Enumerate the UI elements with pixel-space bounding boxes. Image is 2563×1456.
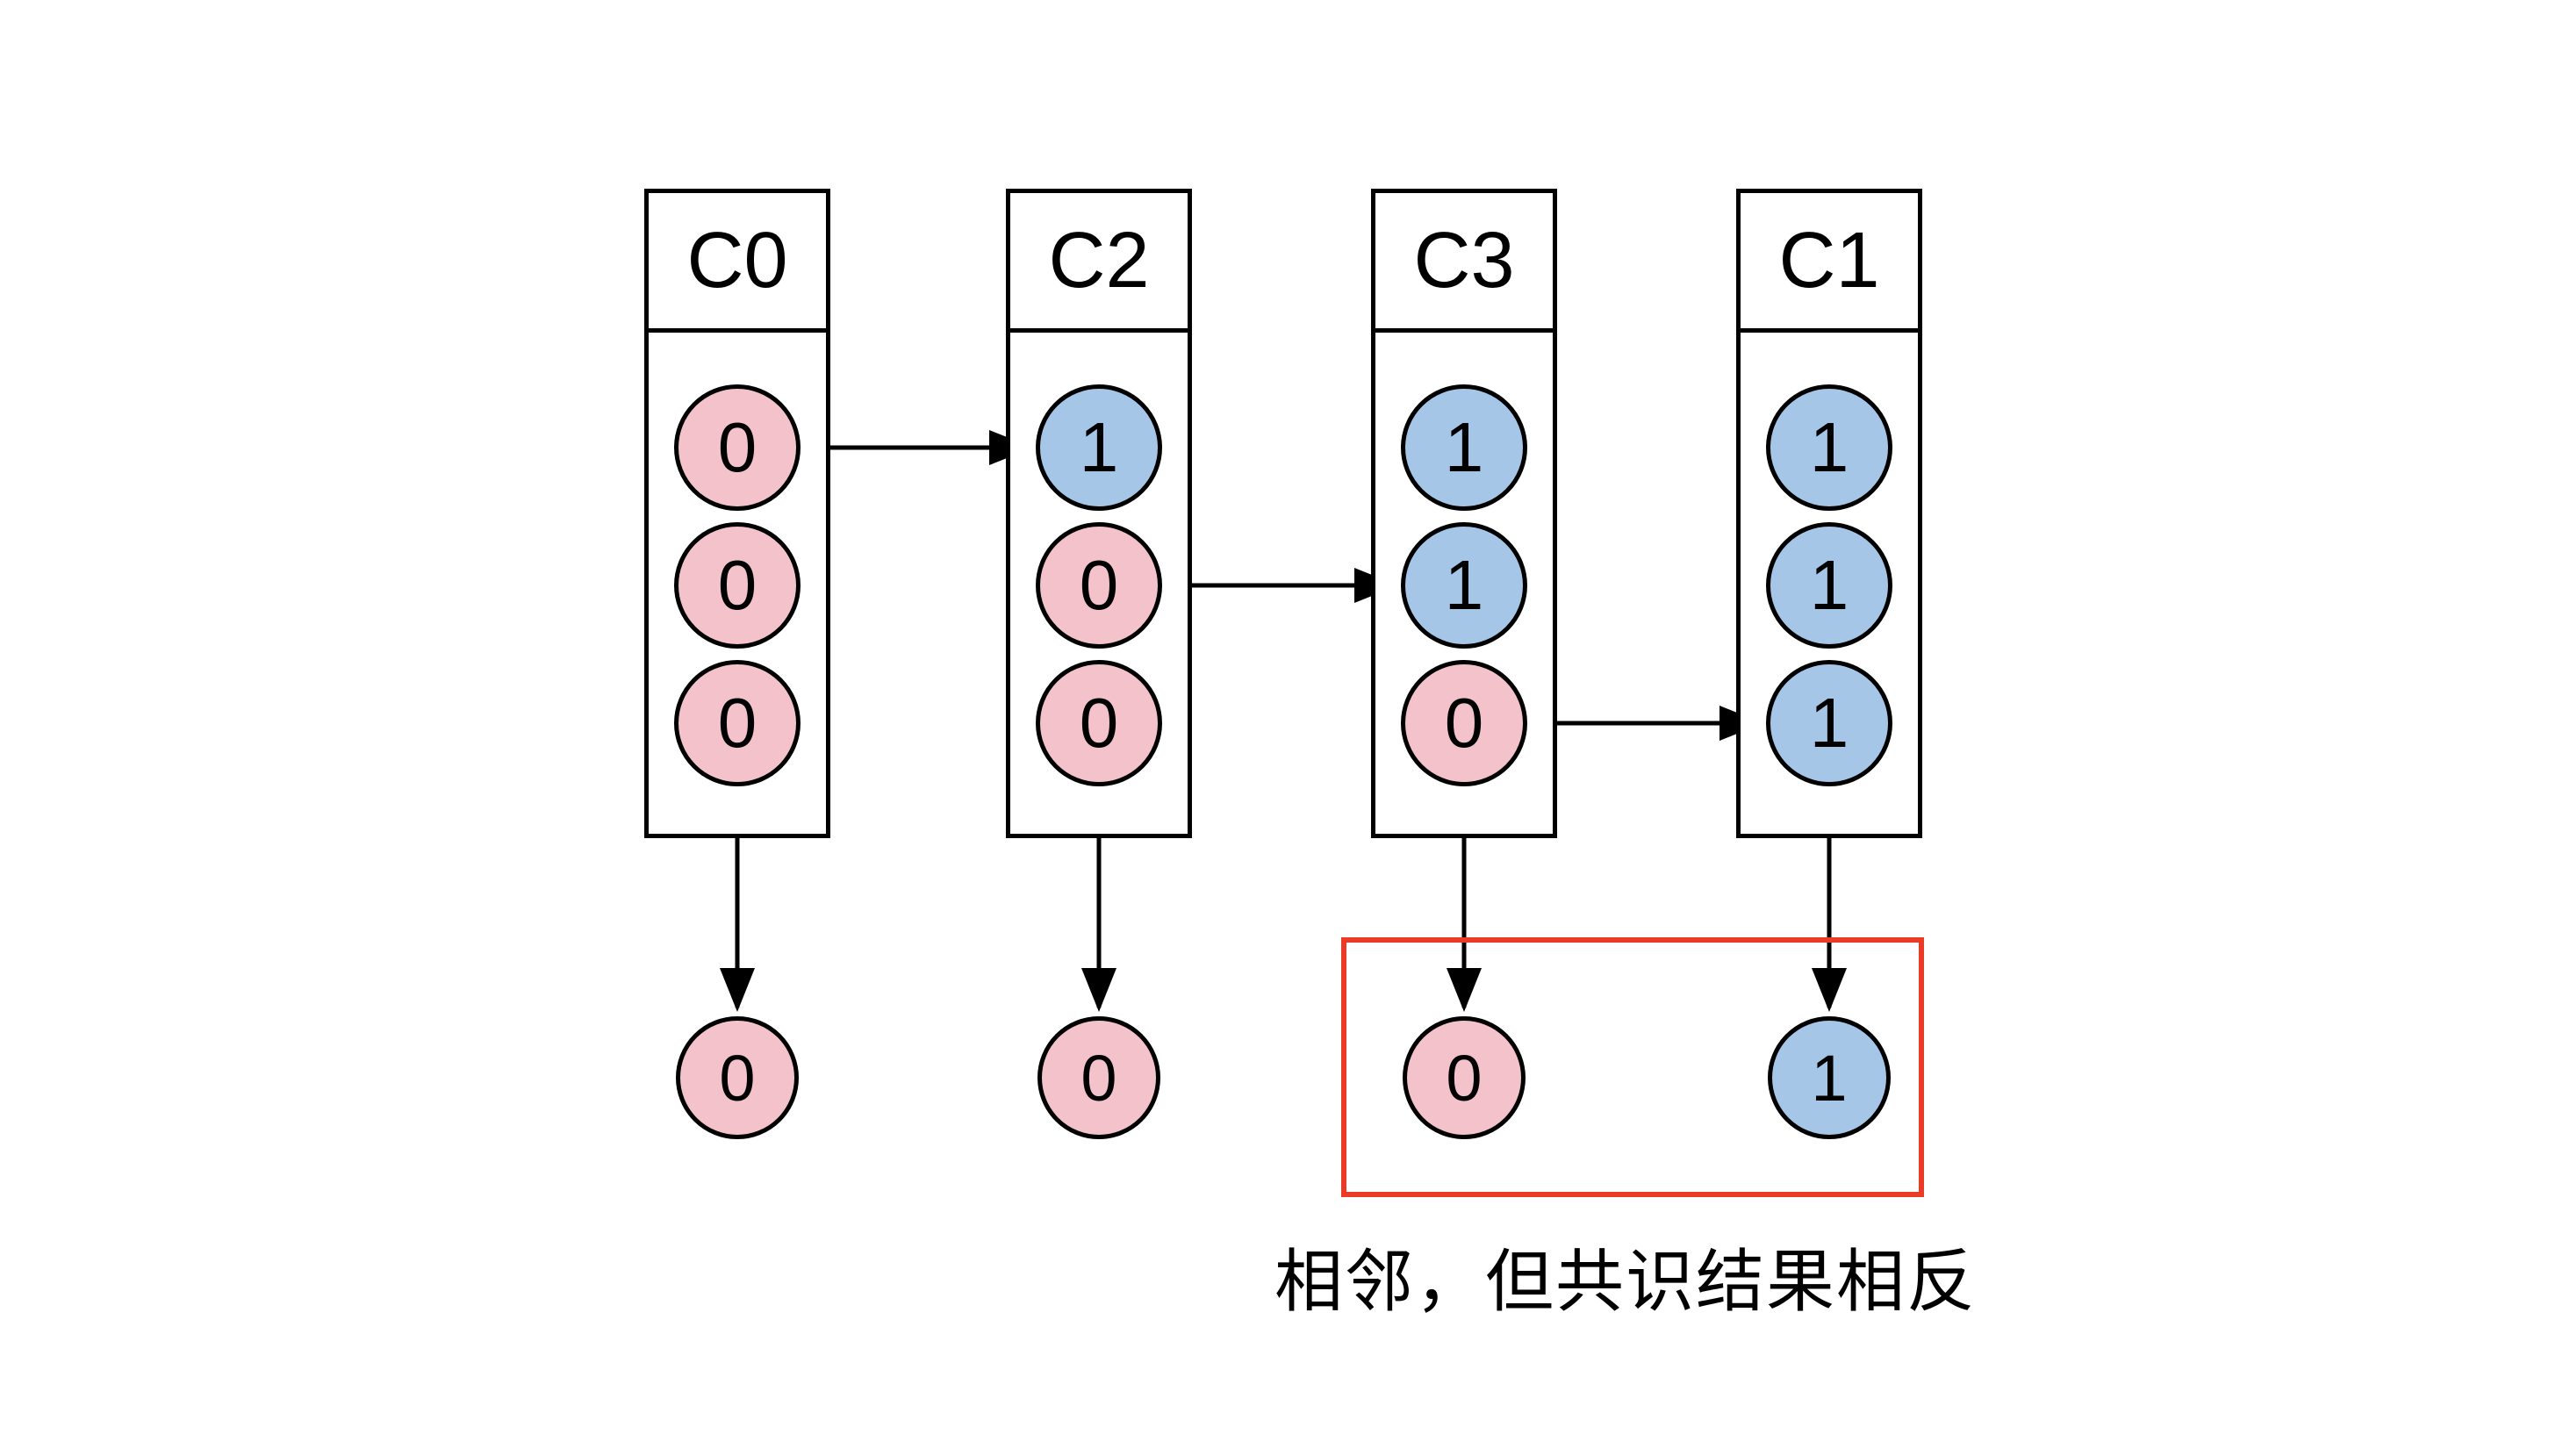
column-c2: C2 1 0 0 bbox=[1006, 189, 1192, 838]
caption-text: 相邻，但共识结果相反 bbox=[1274, 1243, 1978, 1320]
column-c2-label: C2 bbox=[1048, 216, 1150, 305]
c0-vote-2: 0 bbox=[674, 522, 800, 649]
column-c0: C0 0 0 0 bbox=[644, 189, 830, 838]
c0-vote-3: 0 bbox=[674, 660, 800, 786]
c3-vote-2: 1 bbox=[1401, 522, 1527, 649]
column-c0-header: C0 bbox=[644, 189, 830, 333]
c1-vote-3: 1 bbox=[1766, 660, 1892, 786]
c3-vote-3: 0 bbox=[1401, 660, 1527, 786]
column-c1: C1 1 1 1 bbox=[1736, 189, 1922, 838]
column-c3-label: C3 bbox=[1413, 216, 1515, 305]
c2-vote-2: 0 bbox=[1036, 522, 1162, 649]
c0-consensus-result: 0 bbox=[676, 1016, 799, 1139]
c3-consensus-result: 0 bbox=[1403, 1016, 1526, 1139]
column-c2-header: C2 bbox=[1006, 189, 1192, 333]
c2-consensus-result: 0 bbox=[1037, 1016, 1160, 1139]
column-c0-label: C0 bbox=[686, 216, 788, 305]
column-c1-header: C1 bbox=[1736, 189, 1922, 333]
column-c1-label: C1 bbox=[1778, 216, 1880, 305]
c3-vote-1: 1 bbox=[1401, 384, 1527, 511]
c0-vote-1: 0 bbox=[674, 384, 800, 511]
c1-consensus-result: 1 bbox=[1768, 1016, 1891, 1139]
c1-vote-1: 1 bbox=[1766, 384, 1892, 511]
highlight-box-opposite-results bbox=[1341, 937, 1924, 1197]
column-c3-header: C3 bbox=[1371, 189, 1557, 333]
c2-vote-1: 1 bbox=[1036, 384, 1162, 511]
column-c3: C3 1 1 0 bbox=[1371, 189, 1557, 838]
c1-vote-2: 1 bbox=[1766, 522, 1892, 649]
c2-vote-3: 0 bbox=[1036, 660, 1162, 786]
